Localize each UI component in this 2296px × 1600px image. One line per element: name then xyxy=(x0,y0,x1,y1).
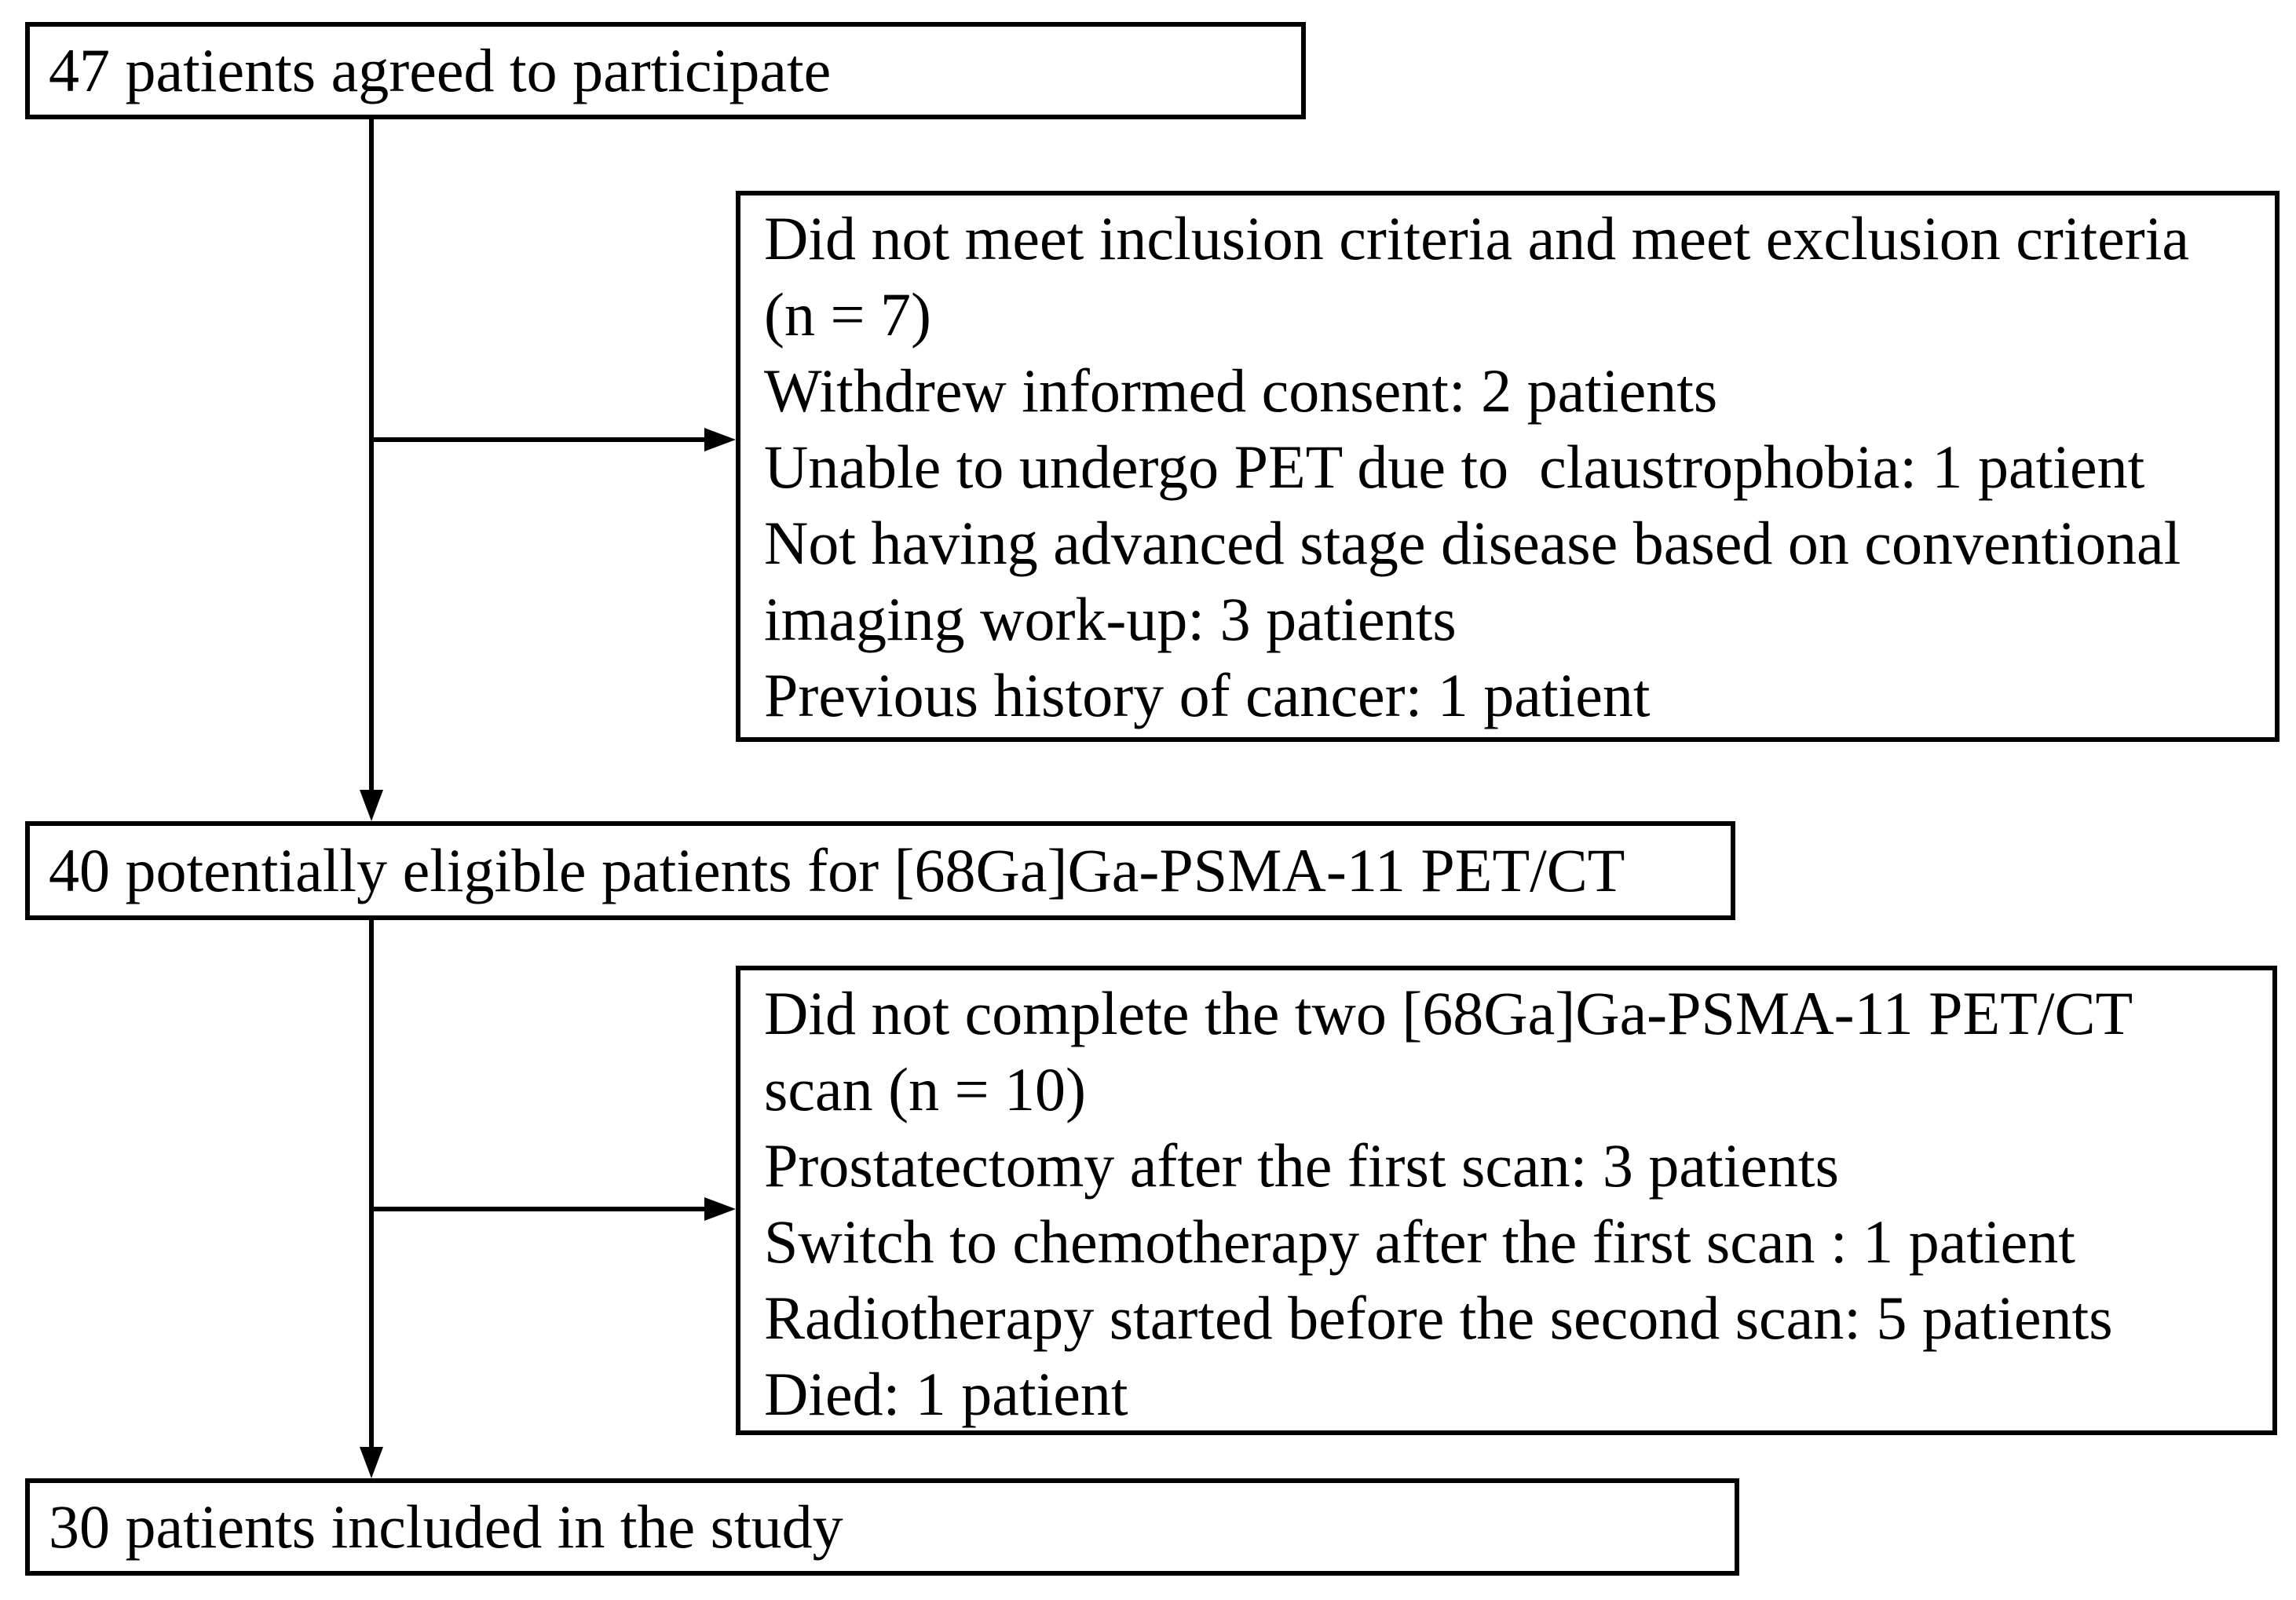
box-patients-agreed-label: 47 patients agreed to participate xyxy=(49,36,832,104)
box-potentially-eligible: 40 potentially eligible patients for [68… xyxy=(25,821,1735,920)
arrow-branch-not-completed-icon xyxy=(371,1197,736,1221)
box-exclusions-before-completion: Did not complete the two [68Ga]Ga-PSMA-1… xyxy=(736,966,2277,1435)
exclusion-line: Not having advanced stage disease based … xyxy=(764,509,2181,577)
box-patients-included-label: 30 patients included in the study xyxy=(49,1492,843,1561)
arrow-agreed-to-eligible-icon xyxy=(360,119,383,821)
exclusion-line: Radiotherapy started before the second s… xyxy=(764,1284,2113,1352)
exclusion-line: Switch to chemotherapy after the first s… xyxy=(764,1207,2075,1276)
exclusion-line: Unable to undergo PET due to claustropho… xyxy=(764,433,2145,501)
box-patients-included: 30 patients included in the study xyxy=(25,1478,1739,1576)
arrow-eligible-to-included-icon xyxy=(360,920,383,1478)
exclusion-line: (n = 7) xyxy=(764,280,931,349)
box-exclusions-before-eligibility: Did not meet inclusion criteria and meet… xyxy=(736,191,2280,742)
exclusion-line: Previous history of cancer: 1 patient xyxy=(764,661,1651,729)
exclusion-line: scan (n = 10) xyxy=(764,1055,1087,1123)
exclusion-line: Prostatectomy after the first scan: 3 pa… xyxy=(764,1131,1839,1200)
box-potentially-eligible-label: 40 potentially eligible patients for [68… xyxy=(49,836,1625,904)
exclusion-line: Withdrew informed consent: 2 patients xyxy=(764,356,1718,425)
box-patients-agreed: 47 patients agreed to participate xyxy=(25,22,1306,119)
exclusion-line: Died: 1 patient xyxy=(764,1360,1128,1428)
exclusion-line: imaging work-up: 3 patients xyxy=(764,585,1457,653)
exclusion-line: Did not meet inclusion criteria and meet… xyxy=(764,204,2190,272)
exclusion-line: Did not complete the two [68Ga]Ga-PSMA-1… xyxy=(764,979,2133,1047)
arrow-branch-not-eligible-icon xyxy=(371,428,736,451)
